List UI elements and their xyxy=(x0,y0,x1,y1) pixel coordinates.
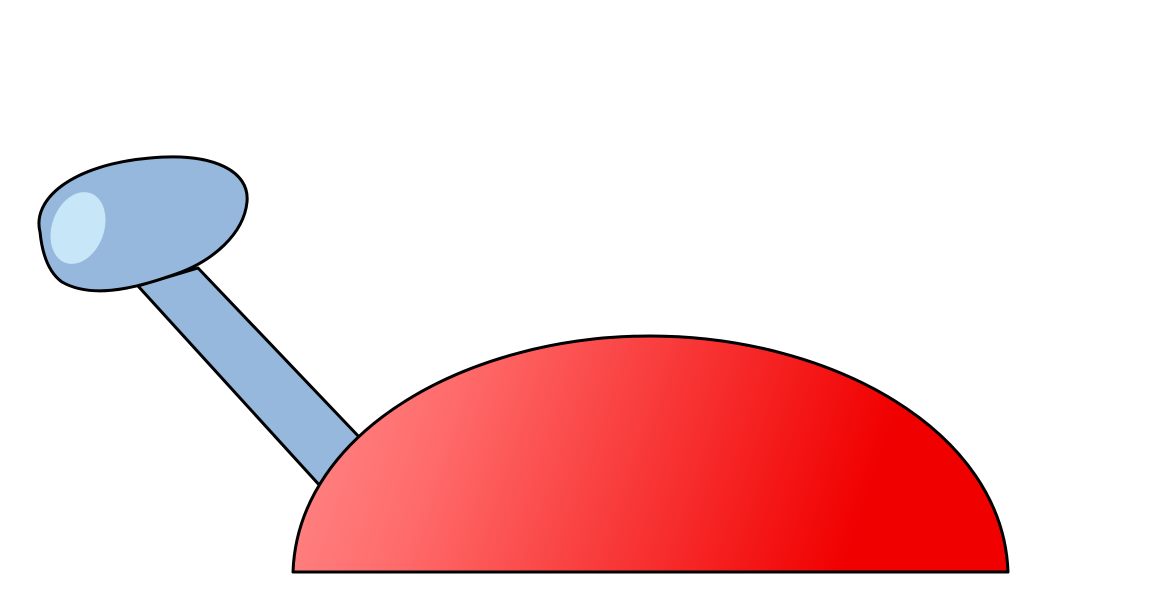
knob-highlight xyxy=(50,192,106,264)
joystick-knob xyxy=(37,155,249,293)
joystick-shaft xyxy=(136,266,364,490)
joystick-base xyxy=(291,334,1010,574)
